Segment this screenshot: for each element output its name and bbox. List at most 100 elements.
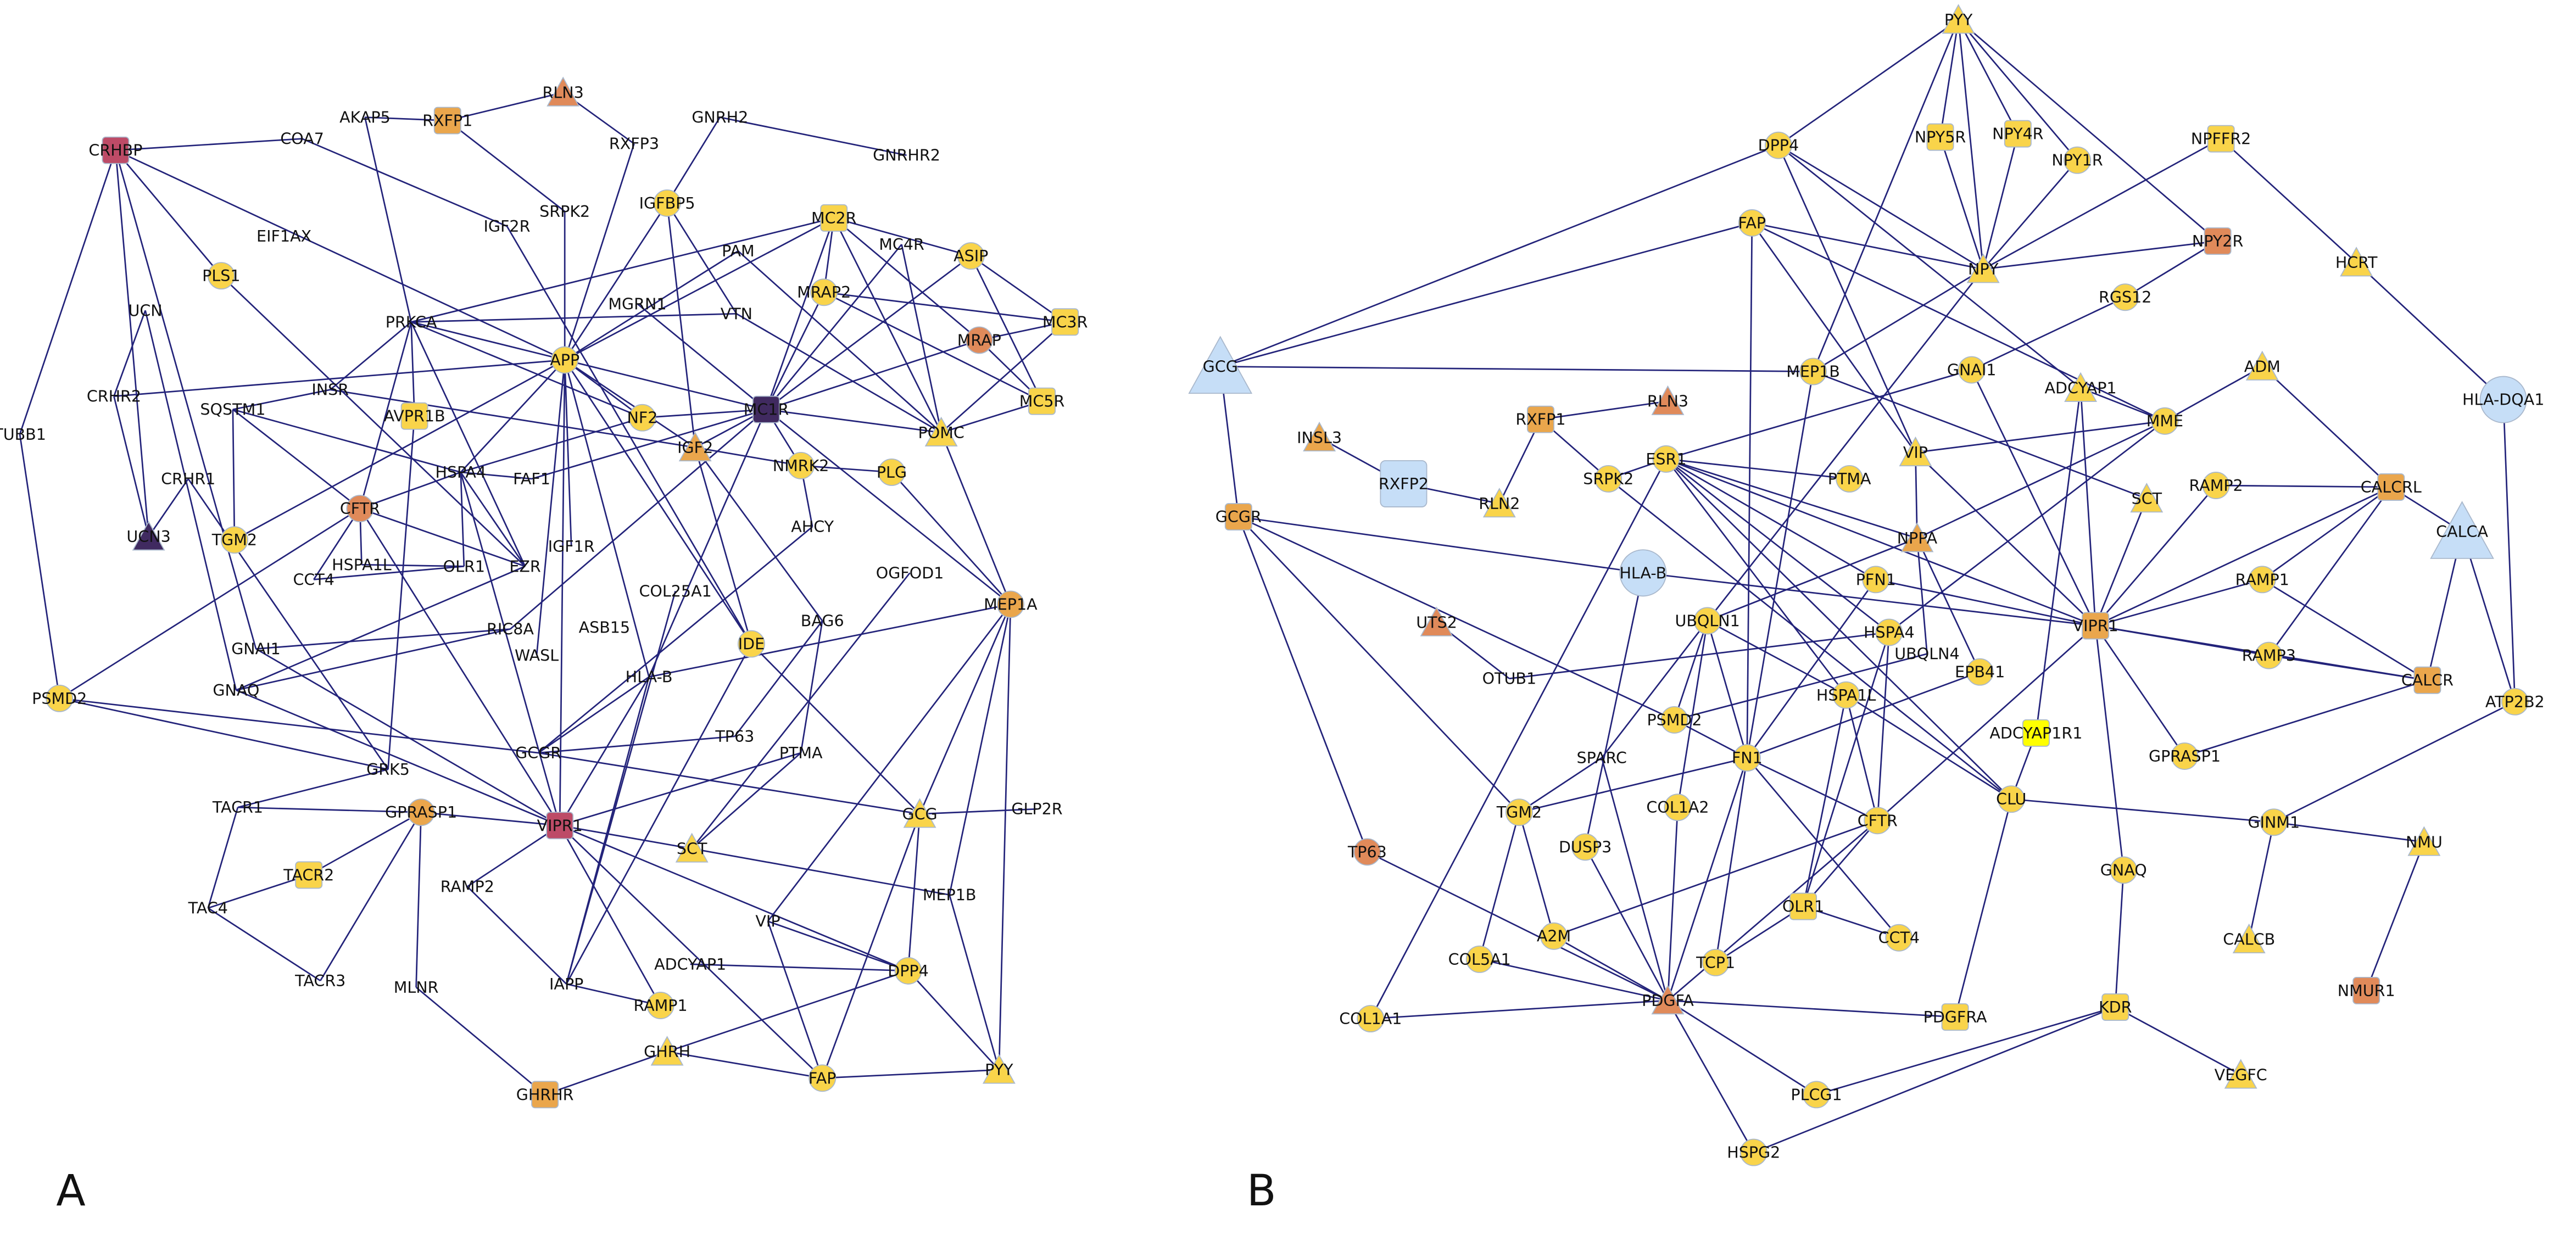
node-pls1[interactable]: PLS1 xyxy=(202,262,241,290)
node-tp63[interactable]: TP63 xyxy=(1347,838,1387,866)
node-insl3[interactable]: INSL3 xyxy=(1297,421,1342,452)
node-vipr1[interactable]: VIPR1 xyxy=(537,812,583,840)
node-gnaq[interactable]: GNAQ xyxy=(213,681,259,700)
node-calca[interactable]: CALCA xyxy=(2430,501,2494,559)
node-rxfp1[interactable]: RXFP1 xyxy=(1515,405,1566,433)
node-npy2r[interactable]: NPY2R xyxy=(2192,227,2244,255)
node-cct4[interactable]: CCT4 xyxy=(1878,924,1920,952)
node-psmd2[interactable]: PSMD2 xyxy=(1647,706,1702,734)
node-pdgfa[interactable]: PDGFA xyxy=(1642,985,1694,1015)
node-mc5r[interactable]: MC5R xyxy=(1019,387,1065,415)
node-iapp[interactable]: IAPP xyxy=(549,975,583,993)
node-tac4[interactable]: TAC4 xyxy=(188,899,228,918)
node-olr1[interactable]: OLR1 xyxy=(1782,892,1824,920)
node-pomc[interactable]: POMC xyxy=(918,416,964,447)
node-npy4r[interactable]: NPY4R xyxy=(1992,120,2044,148)
node-igfbp5[interactable]: IGFBP5 xyxy=(639,189,695,217)
node-mep1b[interactable]: MEP1B xyxy=(1786,357,1840,385)
node-srpk2[interactable]: SRPK2 xyxy=(1583,465,1633,493)
node-mgrn1[interactable]: MGRN1 xyxy=(608,294,666,313)
node-gcg[interactable]: GCG xyxy=(1188,336,1253,394)
node-ramp1[interactable]: RAMP1 xyxy=(2235,566,2289,594)
node-crhr1[interactable]: CRHR1 xyxy=(161,470,215,488)
node-rln3[interactable]: RLN3 xyxy=(543,76,584,107)
node-npy5r[interactable]: NPY5R xyxy=(1915,123,1966,151)
node-rgs12[interactable]: RGS12 xyxy=(2099,283,2151,311)
node-dpp4[interactable]: DPP4 xyxy=(888,957,929,985)
node-ramp1[interactable]: RAMP1 xyxy=(633,992,688,1019)
node-col1a2[interactable]: COL1A2 xyxy=(1646,793,1709,822)
node-pyy[interactable]: PYY xyxy=(982,1054,1016,1084)
node-adm[interactable]: ADM xyxy=(2244,350,2281,381)
node-clu[interactable]: CLU xyxy=(1996,785,2026,813)
node-calcb[interactable]: CALCB xyxy=(2223,923,2275,954)
node-pyy[interactable]: PYY xyxy=(1942,4,1975,34)
node-otub1[interactable]: OTUB1 xyxy=(1482,669,1537,688)
node-mrap2[interactable]: MRAP2 xyxy=(797,278,851,306)
node-rln3[interactable]: RLN3 xyxy=(1647,385,1688,415)
node-fn1[interactable]: FN1 xyxy=(1732,744,1763,772)
node-tubb1[interactable]: TUBB1 xyxy=(0,425,46,444)
node-tgm2[interactable]: TGM2 xyxy=(1496,798,1542,826)
node-npy1r[interactable]: NPY1R xyxy=(2051,146,2103,174)
node-nmrk2[interactable]: NMRK2 xyxy=(773,451,829,479)
node-prkca[interactable]: PRKCA xyxy=(386,312,437,331)
node-faf1[interactable]: FAF1 xyxy=(513,470,550,488)
node-ghrh[interactable]: GHRH xyxy=(644,1036,690,1066)
node-gcg[interactable]: GCG xyxy=(902,798,938,828)
node-hspa1l[interactable]: HSPA1L xyxy=(1816,681,1876,709)
node-cftr[interactable]: CFTR xyxy=(1858,807,1898,835)
node-hla-b[interactable]: HLA-B xyxy=(1619,549,1667,597)
node-mlnr[interactable]: MLNR xyxy=(394,978,439,997)
node-col25a1[interactable]: COL25A1 xyxy=(639,582,711,600)
node-ide[interactable]: IDE xyxy=(737,630,765,658)
node-tacr2[interactable]: TACR2 xyxy=(283,861,334,889)
node-plg[interactable]: PLG xyxy=(877,458,907,486)
node-bag6[interactable]: BAG6 xyxy=(801,612,844,630)
node-gnrh2[interactable]: GNRH2 xyxy=(692,108,748,127)
node-crhbp[interactable]: CRHBP xyxy=(88,136,142,164)
node-kdr[interactable]: KDR xyxy=(2099,993,2132,1021)
node-gprasp1[interactable]: GPRASP1 xyxy=(385,798,457,826)
node-ucn[interactable]: UCN xyxy=(128,301,162,320)
node-plcg1[interactable]: PLCG1 xyxy=(1791,1081,1842,1109)
node-igf1r[interactable]: IGF1R xyxy=(548,537,595,556)
node-app[interactable]: APP xyxy=(550,346,579,374)
node-mme[interactable]: MME xyxy=(2146,407,2183,435)
node-vip[interactable]: VIP xyxy=(1899,436,1932,467)
node-crhr2[interactable]: CRHR2 xyxy=(87,387,141,406)
node-igf2r[interactable]: IGF2R xyxy=(483,217,530,236)
node-dusp3[interactable]: DUSP3 xyxy=(1559,833,1612,861)
node-calcr[interactable]: CALCR xyxy=(2401,666,2454,694)
node-calcrl[interactable]: CALCRL xyxy=(2361,473,2422,501)
node-ubqln4[interactable]: UBQLN4 xyxy=(1894,645,1959,663)
node-avpr1b[interactable]: AVPR1B xyxy=(384,402,445,430)
node-sqstm1[interactable]: SQSTM1 xyxy=(200,400,265,419)
node-glp2r[interactable]: GLP2R xyxy=(1011,800,1062,818)
node-tacr1[interactable]: TACR1 xyxy=(212,798,263,817)
node-atp2b2[interactable]: ATP2B2 xyxy=(2485,688,2545,716)
node-hspg2[interactable]: HSPG2 xyxy=(1727,1138,1780,1166)
node-dpp4[interactable]: DPP4 xyxy=(1758,131,1799,159)
node-adcyap1[interactable]: ADCYAP1 xyxy=(654,955,726,974)
node-nmur1[interactable]: NMUR1 xyxy=(2338,976,2395,1004)
node-ucn3[interactable]: UCN3 xyxy=(126,521,171,551)
node-vipr1[interactable]: VIPR1 xyxy=(2073,612,2118,640)
node-grk5[interactable]: GRK5 xyxy=(366,760,410,779)
node-mep1a[interactable]: MEP1A xyxy=(984,590,1038,618)
node-tgm2[interactable]: TGM2 xyxy=(211,526,257,554)
node-igf2[interactable]: IGF2 xyxy=(677,431,713,462)
node-uts2[interactable]: UTS2 xyxy=(1416,606,1457,636)
node-wasl[interactable]: WASL xyxy=(515,646,559,665)
node-asb15[interactable]: ASB15 xyxy=(579,618,631,637)
node-pdgfra[interactable]: PDGFRA xyxy=(1923,1003,1987,1031)
node-fap[interactable]: FAP xyxy=(809,1064,837,1092)
node-cftr[interactable]: CFTR xyxy=(340,495,380,523)
node-hcrt[interactable]: HCRT xyxy=(2335,247,2378,277)
node-vip[interactable]: VIP xyxy=(755,912,780,931)
node-ubqln1[interactable]: UBQLN1 xyxy=(1675,607,1740,635)
node-tp63[interactable]: TP63 xyxy=(715,727,754,746)
node-rxfp2[interactable]: RXFP2 xyxy=(1379,460,1429,507)
node-mc4r[interactable]: MC4R xyxy=(879,235,924,254)
node-col1a1[interactable]: COL1A1 xyxy=(1339,1005,1402,1033)
